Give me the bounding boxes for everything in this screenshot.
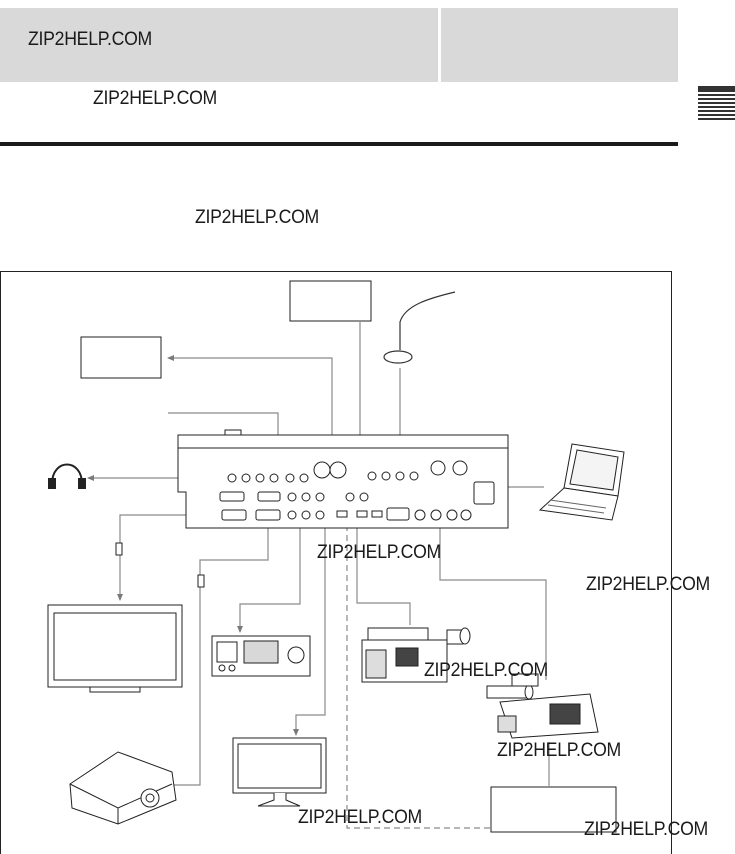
cable-camcorder xyxy=(356,525,411,625)
camcorder-icon xyxy=(361,627,471,683)
header-bar xyxy=(0,8,678,82)
watermark-text: ZIP2HELP.COM xyxy=(298,807,422,828)
watermark-text: ZIP2HELP.COM xyxy=(93,88,217,109)
watermark-text: ZIP2HELP.COM xyxy=(28,29,152,50)
cable-to-left-box xyxy=(167,355,333,460)
cable-projector xyxy=(167,525,269,788)
diagram-frame xyxy=(0,271,672,854)
projector-icon xyxy=(69,751,177,825)
headphones-icon xyxy=(48,463,86,489)
top-device-box xyxy=(289,280,372,322)
watermark-text: ZIP2HELP.COM xyxy=(317,542,441,563)
header-divider xyxy=(438,8,441,82)
recorder-icon xyxy=(211,635,311,677)
laptop-icon xyxy=(538,443,625,521)
cable-small-monitor xyxy=(293,525,326,736)
camera-icon xyxy=(486,673,599,739)
connector-plug-1 xyxy=(115,542,123,556)
cable-camera xyxy=(439,522,547,680)
cable-dashed xyxy=(346,525,490,829)
connector-plug-2 xyxy=(197,574,205,588)
bottom-device-box xyxy=(490,786,617,833)
chapter-tab-icon xyxy=(698,86,735,120)
watermark-text: ZIP2HELP.COM xyxy=(195,207,319,228)
section-rule xyxy=(0,142,678,146)
switcher-rear-panel-icon xyxy=(177,429,509,529)
microphone-icon xyxy=(383,291,456,364)
watermark-text: ZIP2HELP.COM xyxy=(497,740,621,761)
cable-recorder xyxy=(237,525,301,633)
watermark-text: ZIP2HELP.COM xyxy=(424,660,548,681)
small-monitor-icon xyxy=(232,737,327,807)
watermark-text: ZIP2HELP.COM xyxy=(586,574,710,595)
monitor-icon xyxy=(47,604,183,693)
chapter-tab-cap xyxy=(698,86,735,90)
watermark-text: ZIP2HELP.COM xyxy=(584,819,708,840)
left-device-box xyxy=(80,336,162,379)
